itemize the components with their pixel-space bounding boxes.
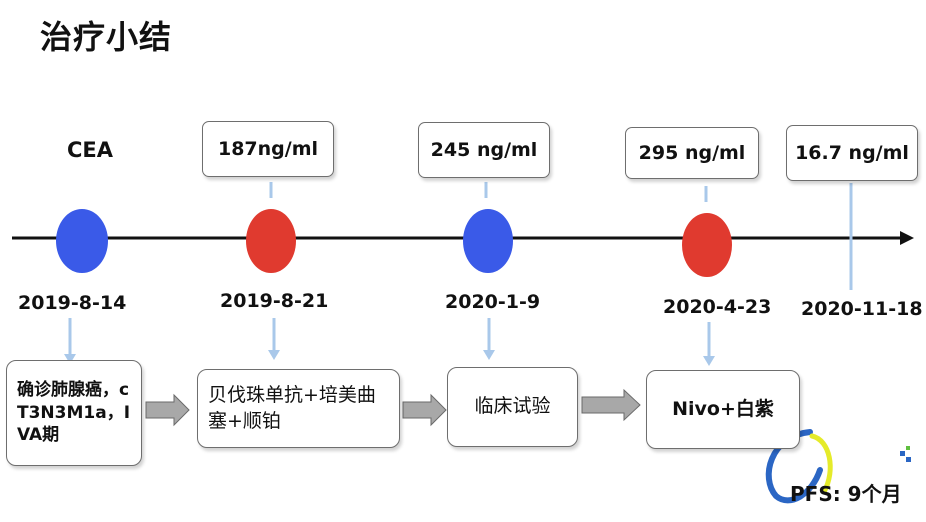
flow-arrow-1 [145,393,190,427]
flow-arrow-2 [402,393,447,427]
timeline-dot-4 [682,213,732,277]
step-box-1: 确诊肺腺癌，cT3N3M1a，IVA期 [6,360,142,466]
timeline-dot-3 [463,209,513,273]
value-box-2: 245 ng/ml [418,122,550,178]
timeline-dot-2 [246,209,296,273]
date-label-3: 2020-1-9 [445,291,541,313]
date-label-1: 2019-8-14 [18,292,127,314]
step-arrowhead-2 [268,350,280,360]
timeline-dot-1 [56,209,108,273]
date-label-4: 2020-4-23 [663,296,772,318]
value-box-3: 295 ng/ml [625,127,759,179]
step-text-1: 确诊肺腺癌，cT3N3M1a，IVA期 [17,379,131,446]
cea-label: CEA [67,138,114,162]
value-box-4: 16.7 ng/ml [786,125,918,181]
step-box-4: Nivo+白紫 [646,370,800,449]
step-arrowhead-3 [483,350,495,360]
step-text-2: 贝伐珠单抗+培美曲塞+顺铂 [208,383,376,432]
step-box-2: 贝伐珠单抗+培美曲塞+顺铂 [197,369,400,448]
step-text-4: Nivo+白紫 [672,397,774,420]
step-text-3: 临床试验 [474,395,551,418]
step-arrowhead-1 [64,354,76,364]
page-title: 治疗小结 [40,18,173,56]
date-label-2: 2019-8-21 [220,290,329,312]
flow-arrow-3 [581,388,641,422]
date-label-5: 2020-11-18 [801,298,923,320]
step-box-3: 临床试验 [447,367,578,447]
value-box-1: 187ng/ml [202,121,334,177]
pfs-label: PFS: 9个月 [790,482,902,506]
step-arrowhead-4 [703,356,715,366]
timeline-arrowhead [900,231,914,245]
